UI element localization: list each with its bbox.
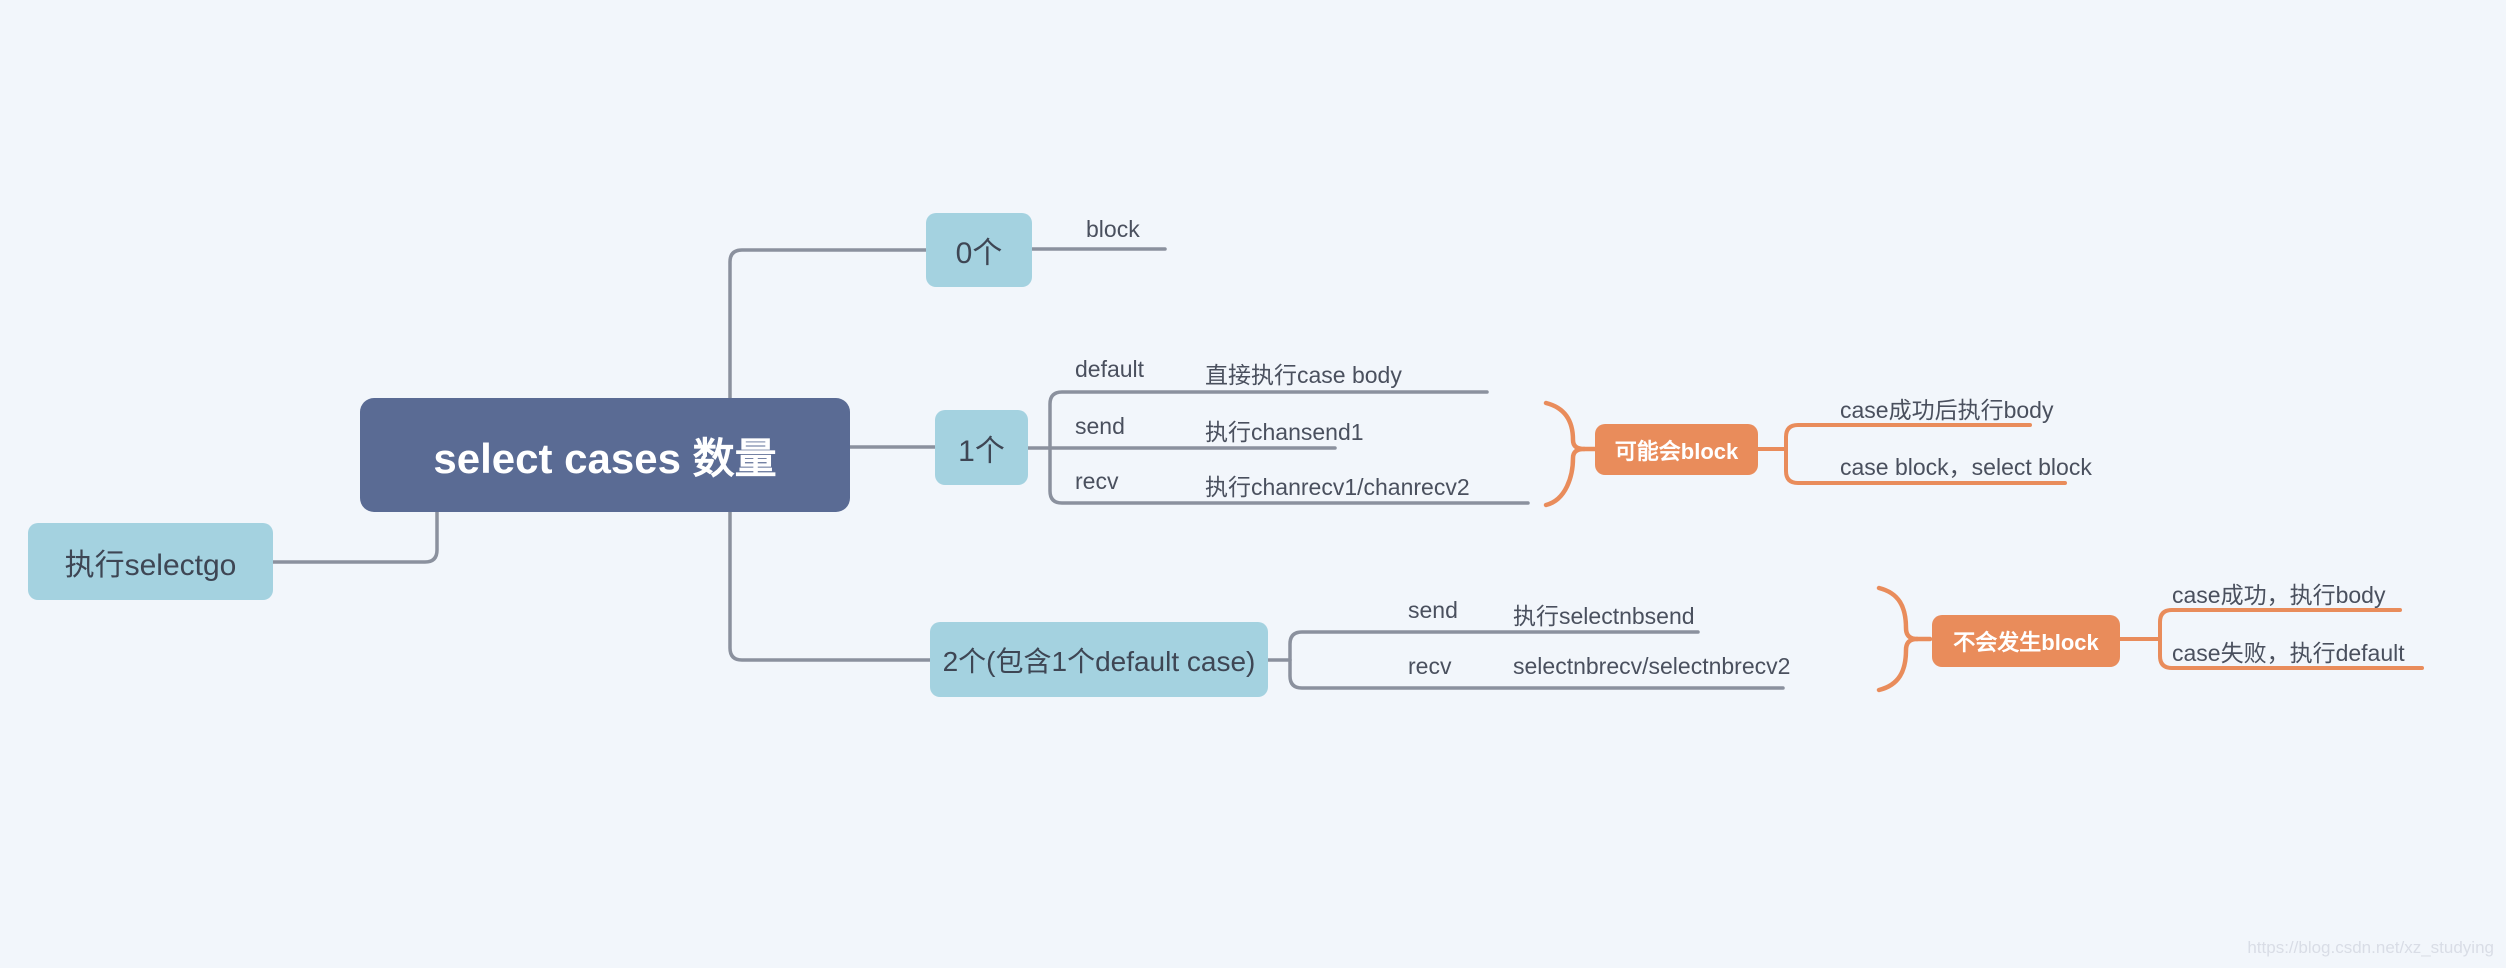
- row-key-send-one: send: [1075, 413, 1125, 439]
- case-row-recv-two[interactable]: recv selectnbrecv/selectnbrecv2: [1408, 653, 1790, 680]
- row-value-send-two: 执行selectnbsend: [1513, 603, 1695, 629]
- row-key-send-two: send: [1408, 597, 1458, 623]
- watermark-url: https://blog.csdn.net/xz_studying: [2247, 938, 2494, 957]
- bracket-outcomes-one: [1784, 423, 2067, 485]
- node-one-case[interactable]: 1个: [935, 410, 1028, 485]
- case-row-send-two[interactable]: send 执行selectnbsend: [1408, 597, 1695, 631]
- leaf-block[interactable]: block: [1086, 216, 1140, 242]
- leaf-two-outcome-fail[interactable]: case失败，执行default: [2172, 640, 2405, 666]
- brace-branch-one: [1543, 400, 1587, 508]
- row-value-recv-one: 执行chanrecv1/chanrecv2: [1205, 474, 1470, 500]
- connector-left-to-root: [271, 510, 439, 564]
- row-key-default: default: [1075, 356, 1145, 382]
- connector-trunk-lower: [728, 510, 932, 662]
- node-exec-selectgo[interactable]: 执行selectgo: [28, 523, 273, 600]
- row-key-recv-two: recv: [1408, 653, 1452, 679]
- leaf-one-outcome-block[interactable]: case block，select block: [1840, 454, 2092, 480]
- brace-branch-two: [1876, 585, 1920, 693]
- leaf-one-outcome-success[interactable]: case成功后执行body: [1840, 397, 2054, 423]
- node-maybe-block[interactable]: 可能会block: [1595, 424, 1758, 475]
- node-root-select-cases[interactable]: select cases 数量: [360, 398, 850, 512]
- node-two-cases[interactable]: 2个(包含1个default case): [930, 622, 1268, 697]
- row-value-default: 直接执行case body: [1205, 362, 1402, 388]
- row-key-recv-one: recv: [1075, 468, 1119, 494]
- node-no-block[interactable]: 不会发生block: [1932, 615, 2120, 667]
- connector-trunk-upper: [728, 248, 928, 400]
- case-row-default[interactable]: default 直接执行case body: [1075, 356, 1402, 390]
- leaf-two-outcome-success[interactable]: case成功，执行body: [2172, 582, 2386, 608]
- case-row-recv-one[interactable]: recv 执行chanrecv1/chanrecv2: [1075, 468, 1470, 502]
- row-value-send-one: 执行chansend1: [1205, 419, 1364, 445]
- node-zero-cases[interactable]: 0个: [926, 213, 1032, 287]
- row-value-recv-two: selectnbrecv/selectnbrecv2: [1513, 653, 1791, 679]
- case-row-send-one[interactable]: send 执行chansend1: [1075, 413, 1364, 447]
